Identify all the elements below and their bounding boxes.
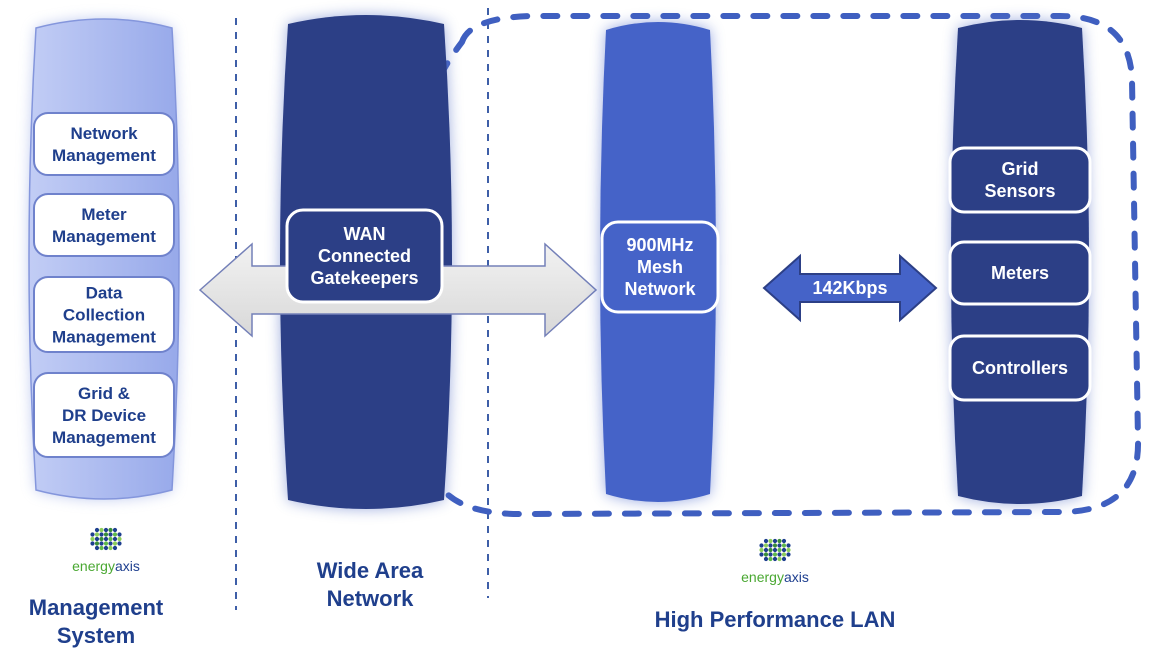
wan-gatekeepers-label-line: Gatekeepers: [310, 268, 418, 288]
energyaxis-mark-icon: [90, 527, 122, 551]
mesh-network-label-line: Network: [624, 279, 696, 299]
management-system-label-line: Management: [29, 595, 164, 620]
device-label: Controllers: [972, 358, 1068, 378]
energyaxis-logo-lan: energyaxis: [741, 538, 809, 585]
device-label-line: Grid: [1001, 159, 1038, 179]
speed-label: 142Kbps: [812, 278, 887, 298]
wan-gatekeepers-label-line: WAN: [344, 224, 386, 244]
management-module-label-line: Management: [52, 328, 156, 347]
management-module-box[interactable]: [33, 276, 175, 353]
device-box[interactable]: [948, 146, 1092, 214]
energyaxis-wordmark-part: energy: [741, 569, 784, 585]
device-box[interactable]: [948, 240, 1092, 306]
management-module-label-line: Network: [70, 124, 138, 143]
high-performance-lan-label: High Performance LAN: [655, 607, 896, 632]
management-module-label-line: Meter: [81, 205, 127, 224]
energyaxis-logo-management: energyaxis: [72, 527, 140, 574]
device-label: Meters: [991, 263, 1049, 283]
device-label-line: Sensors: [984, 181, 1055, 201]
energyaxis-wordmark: energyaxis: [741, 569, 809, 585]
management-module-label-line: Management: [52, 227, 156, 246]
device-label-line: Meters: [991, 263, 1049, 283]
management-module-box[interactable]: [33, 193, 175, 257]
management-module-box[interactable]: [33, 372, 175, 458]
mesh-network-box[interactable]: [600, 220, 720, 314]
wide-area-network-label-line: Network: [327, 586, 415, 611]
mesh-network-label-line: 900MHz: [626, 235, 693, 255]
energyaxis-wordmark: energyaxis: [72, 558, 140, 574]
management-module-label-line: Collection: [63, 306, 145, 325]
wide-area-network-label-line: Wide Area: [317, 558, 424, 583]
wan-gatekeepers-label-line: Connected: [318, 246, 411, 266]
wan-gatekeepers-box[interactable]: [285, 208, 444, 304]
management-system-label-line: System: [57, 623, 135, 648]
management-module-label-line: Management: [52, 428, 156, 447]
energyaxis-wordmark-part: energy: [72, 558, 115, 574]
energyaxis-wordmark-part: axis: [784, 569, 809, 585]
management-module-label-line: DR Device: [62, 406, 146, 425]
speed-arrow[interactable]: [762, 253, 938, 323]
energyaxis-wordmark-part: axis: [115, 558, 140, 574]
device-box[interactable]: [948, 334, 1092, 402]
mesh-network-label-line: Mesh: [637, 257, 683, 277]
management-module-label-line: Management: [52, 146, 156, 165]
management-module-box[interactable]: [33, 112, 175, 176]
energyaxis-mark-icon: [759, 538, 791, 562]
management-module-label-line: Grid &: [78, 384, 130, 403]
high-performance-lan-label-line: High Performance LAN: [655, 607, 896, 632]
device-label-line: Controllers: [972, 358, 1068, 378]
management-module-label-line: Data: [86, 284, 123, 303]
